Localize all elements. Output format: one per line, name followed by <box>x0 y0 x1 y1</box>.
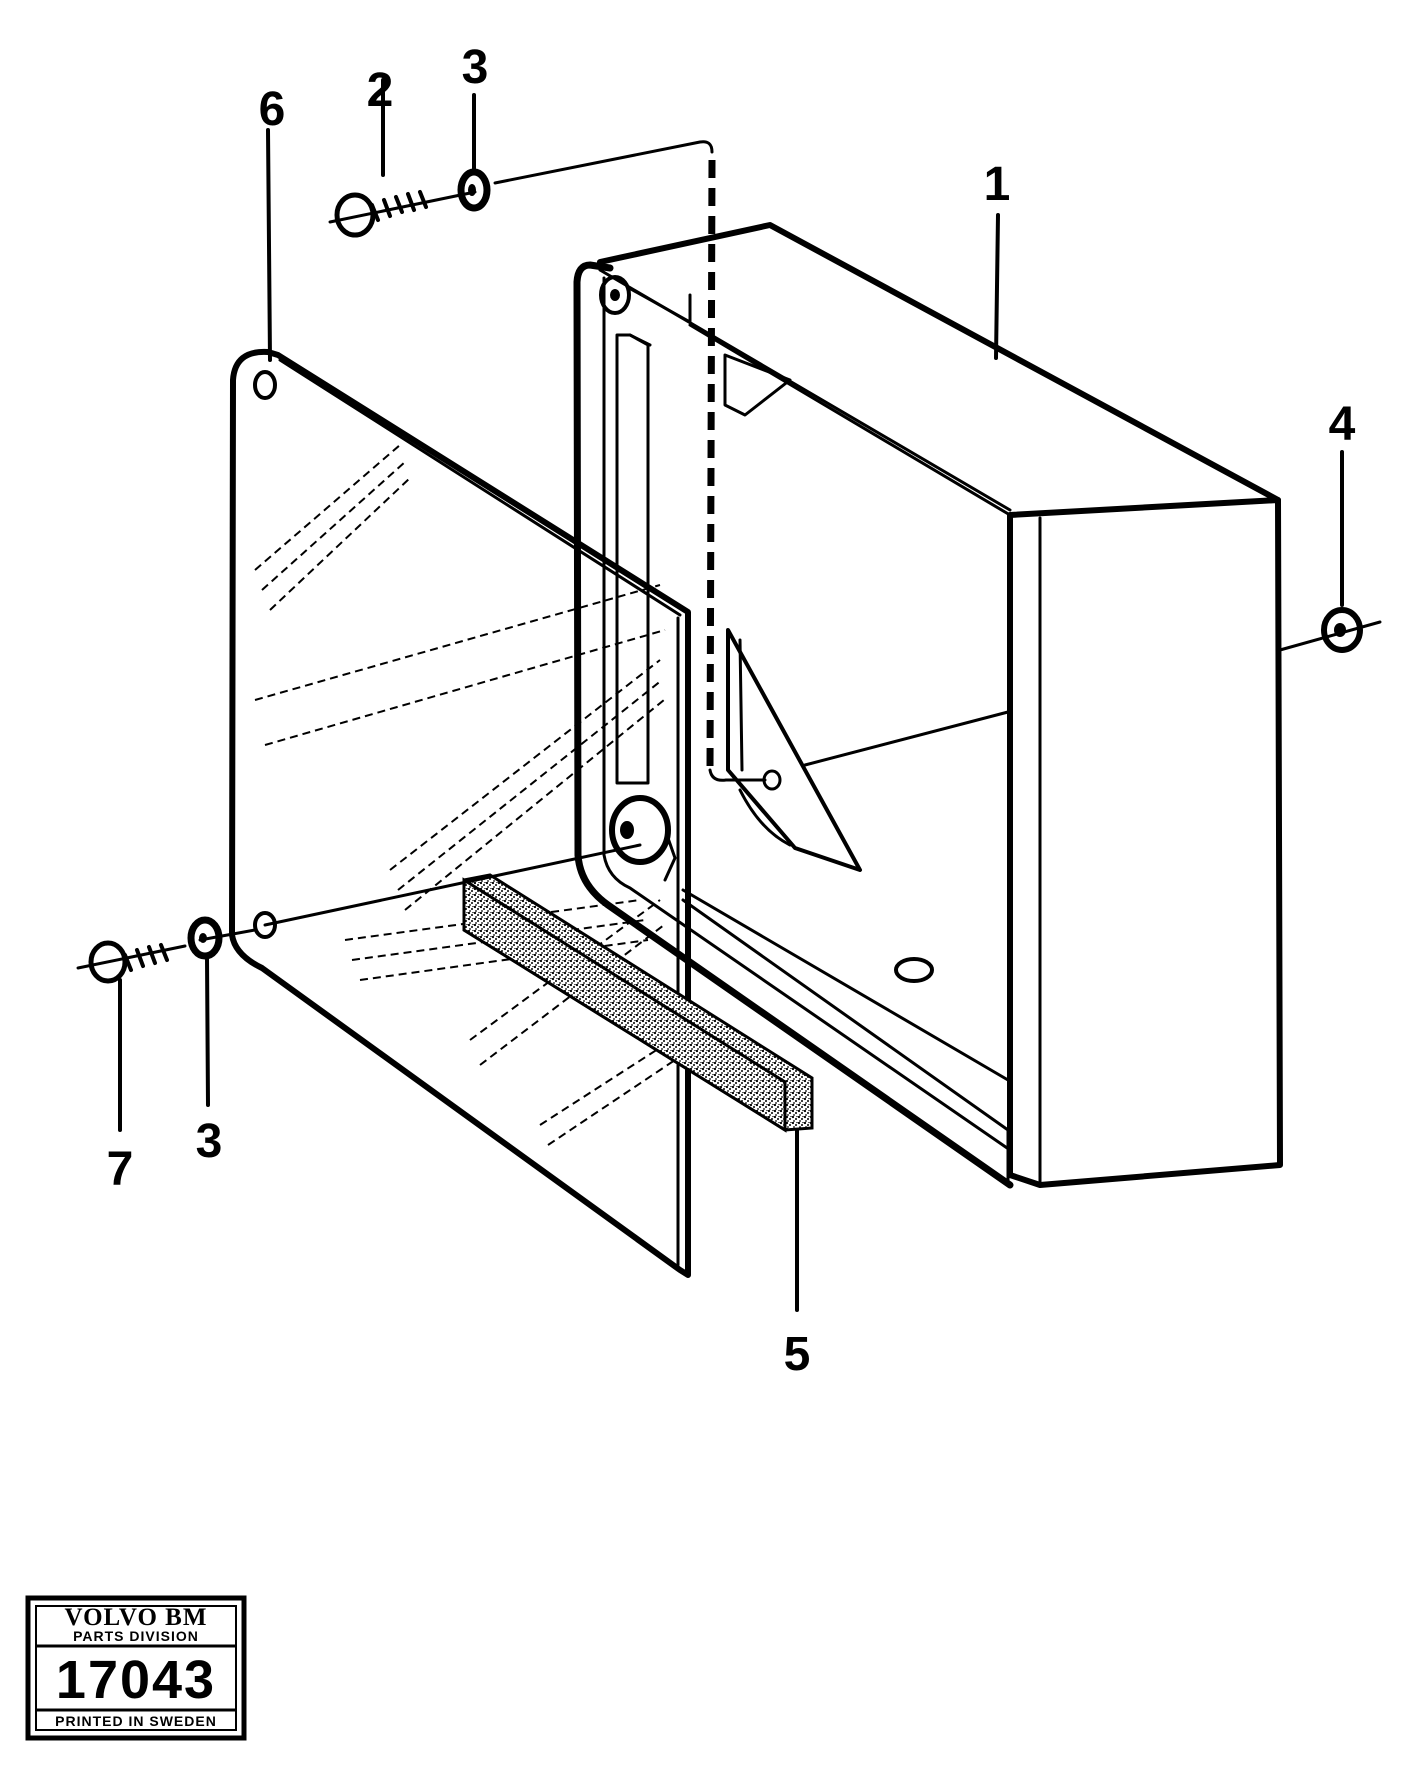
callout-5: 5 <box>784 1328 811 1381</box>
screw-bottom <box>76 940 187 1132</box>
callout-3-bottom: 3 <box>196 1115 223 1168</box>
callout-4: 4 <box>1329 398 1356 451</box>
stamp-number: 17043 <box>56 1650 216 1710</box>
stamp-division: PARTS DIVISION <box>73 1628 199 1644</box>
screw-top <box>328 78 477 238</box>
nut <box>1278 450 1382 653</box>
housing-box <box>573 213 1283 1189</box>
callout-2: 2 <box>367 64 394 117</box>
foam-strip <box>462 873 814 1312</box>
callout-6: 6 <box>259 83 286 136</box>
washer-bottom <box>187 843 642 1107</box>
callout-1: 1 <box>984 158 1011 211</box>
callout-7: 7 <box>107 1143 134 1196</box>
parts-stamp: VOLVO BM PARTS DIVISION 17043 PRINTED IN… <box>25 1595 247 1741</box>
washer-top <box>457 93 767 782</box>
callout-3-top: 3 <box>462 41 489 94</box>
stamp-brand: VOLVO BM <box>65 1604 208 1631</box>
transparent-cover <box>229 128 691 1278</box>
stamp-footer: PRINTED IN SWEDEN <box>55 1713 217 1729</box>
